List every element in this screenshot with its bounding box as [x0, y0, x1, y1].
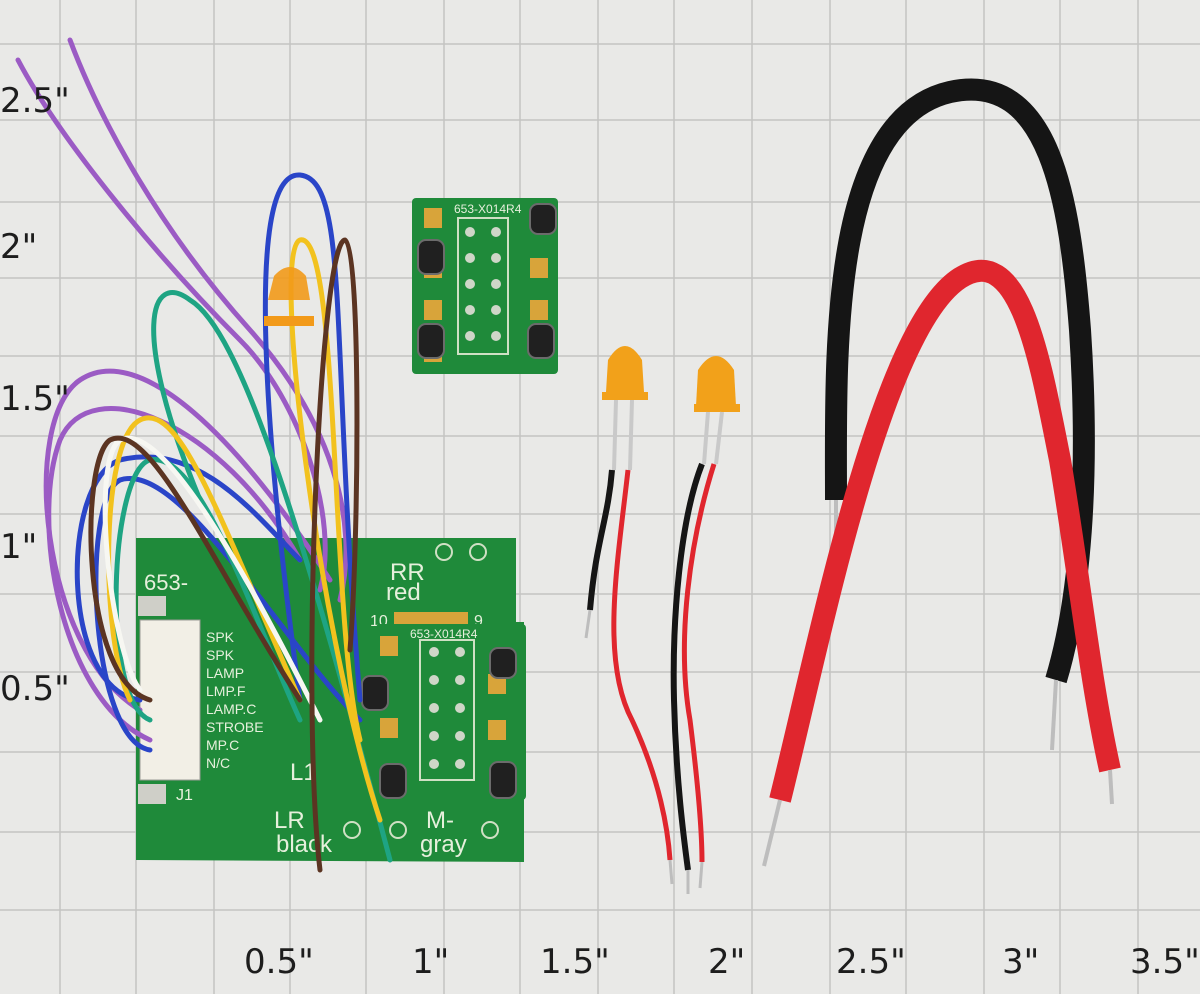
small-board-part-number: 653-X014R4 — [454, 202, 522, 216]
pin-label: SPK — [206, 647, 235, 663]
rr-label: RR — [390, 559, 425, 586]
y-label-0-5: 0.5" — [0, 669, 70, 709]
wire-bundle — [15, 37, 393, 873]
loose-led-2 — [670, 356, 740, 894]
x-label-2-5: 2.5" — [836, 942, 906, 982]
x-label-3: 3" — [1002, 942, 1040, 982]
small-pcb: 653-X014R4 — [412, 198, 558, 374]
pin-9-label: 9 — [474, 613, 483, 630]
loose-led-1 — [584, 346, 674, 885]
x-label-2: 2" — [708, 942, 746, 982]
pin-label: LAMP — [206, 665, 244, 681]
connector-label: J1 — [176, 787, 193, 804]
board-led — [264, 267, 314, 326]
pin-label: MP.C — [206, 737, 239, 753]
rr-color-label: red — [386, 579, 421, 606]
lr-label: LR — [274, 807, 305, 834]
inner-pcb: 653-X014R4 — [361, 624, 526, 800]
y-label-2: 2" — [0, 227, 38, 267]
pin-label: LAMP.C — [206, 701, 256, 717]
pin-label: N/C — [206, 755, 230, 771]
y-label-2-5: 2.5" — [0, 81, 70, 121]
pin-label: STROBE — [206, 719, 264, 735]
x-label-3-5: 3.5" — [1130, 942, 1200, 982]
x-label-1: 1" — [412, 942, 450, 982]
inner-board-part-number: 653-X014R4 — [410, 627, 478, 641]
m-label: M- — [426, 807, 454, 834]
x-label-0-5: 0.5" — [244, 942, 314, 982]
main-board-part-number: 653- — [144, 570, 188, 595]
pin-label: SPK — [206, 629, 235, 645]
red-wire — [762, 259, 1121, 867]
y-label-1: 1" — [0, 527, 38, 567]
lr-color-label: black — [276, 831, 333, 858]
pin-label: LMP.F — [206, 683, 245, 699]
m-color-label: gray — [420, 831, 467, 858]
y-label-1-5: 1.5" — [0, 379, 70, 419]
x-label-1-5: 1.5" — [540, 942, 610, 982]
